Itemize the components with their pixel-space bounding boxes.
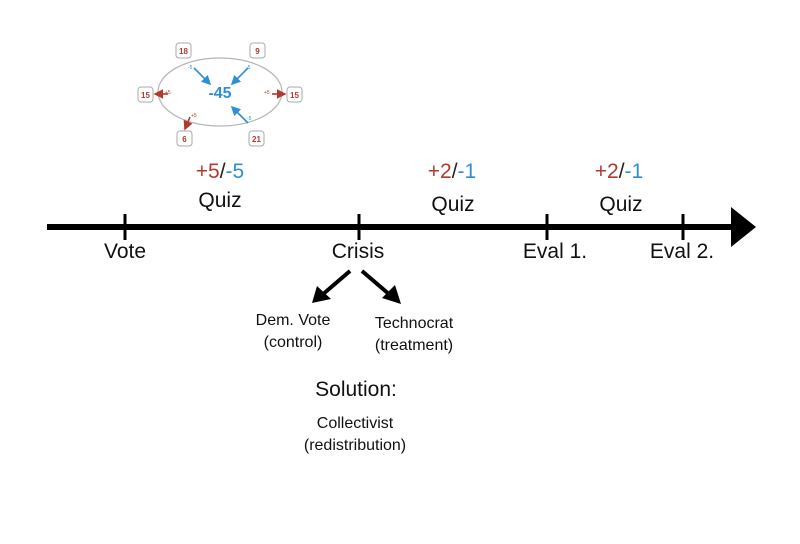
timeline-arrowhead <box>731 207 756 247</box>
svg-text:15: 15 <box>141 91 150 100</box>
solution-line-2: (redistribution) <box>303 437 407 454</box>
player-box-top-right: 9 <box>249 42 266 59</box>
player-box-left: 15 <box>137 86 154 103</box>
player-box-bottom-right: 21 <box>248 130 265 147</box>
tick-label-crisis: Crisis <box>331 240 385 263</box>
stage-1-score: +5/-5 <box>195 160 245 183</box>
player-box-top-left: 18 <box>175 42 192 59</box>
solution-text: Collectivist (redistribution) <box>304 413 406 457</box>
arrow-bottom-right <box>230 105 249 124</box>
arrow-top-right <box>230 67 249 86</box>
player-box-right: 15 <box>286 86 303 103</box>
svg-text:18: 18 <box>179 47 188 56</box>
branch-control-line-2: (control) <box>263 334 323 351</box>
branch-arrowhead-left <box>312 286 331 303</box>
stage-3-score: +2/-1 <box>594 160 644 183</box>
tick-label-eval-2: Eval 2. <box>649 240 715 263</box>
svg-text:+5: +5 <box>191 113 197 119</box>
payoff-inset-diagram: -45 18 9 15 15 6 21 -5 -5 +5 +5 +5 -5 <box>137 42 303 147</box>
branch-arrowhead-right <box>382 285 401 304</box>
svg-text:15: 15 <box>290 91 299 100</box>
branch-arrow-right <box>360 269 392 297</box>
player-box-bottom-left: 6 <box>176 130 193 147</box>
branch-arrow-left <box>320 269 352 297</box>
svg-text:+5: +5 <box>165 90 171 96</box>
center-value: -45 <box>208 85 231 102</box>
svg-text:-5: -5 <box>247 116 252 122</box>
tick-label-vote: Vote <box>103 240 147 263</box>
stage-3-quiz: Quiz <box>599 193 643 216</box>
svg-text:+5: +5 <box>264 90 270 96</box>
branch-control-line-1: Dem. Vote <box>255 312 331 329</box>
branch-label-treatment: Technocrat (treatment) <box>375 313 453 357</box>
svg-text:-5: -5 <box>246 65 251 71</box>
tick-label-eval-1: Eval 1. <box>522 240 588 263</box>
arrow-bottom-left <box>183 116 193 131</box>
arrow-top-left <box>193 67 212 86</box>
branch-treatment-line-1: Technocrat <box>374 315 454 332</box>
svg-text:21: 21 <box>252 135 261 144</box>
svg-text:9: 9 <box>255 47 260 56</box>
branch-treatment-line-2: (treatment) <box>374 337 454 354</box>
svg-text:6: 6 <box>182 135 187 144</box>
solution-title: Solution: <box>315 378 397 401</box>
svg-text:-5: -5 <box>188 65 193 71</box>
branch-label-control: Dem. Vote (control) <box>256 310 331 354</box>
solution-line-1: Collectivist <box>316 415 394 432</box>
stage-2-quiz: Quiz <box>431 193 475 216</box>
stage-1-quiz: Quiz <box>198 189 242 212</box>
stage-2-score: +2/-1 <box>427 160 477 183</box>
